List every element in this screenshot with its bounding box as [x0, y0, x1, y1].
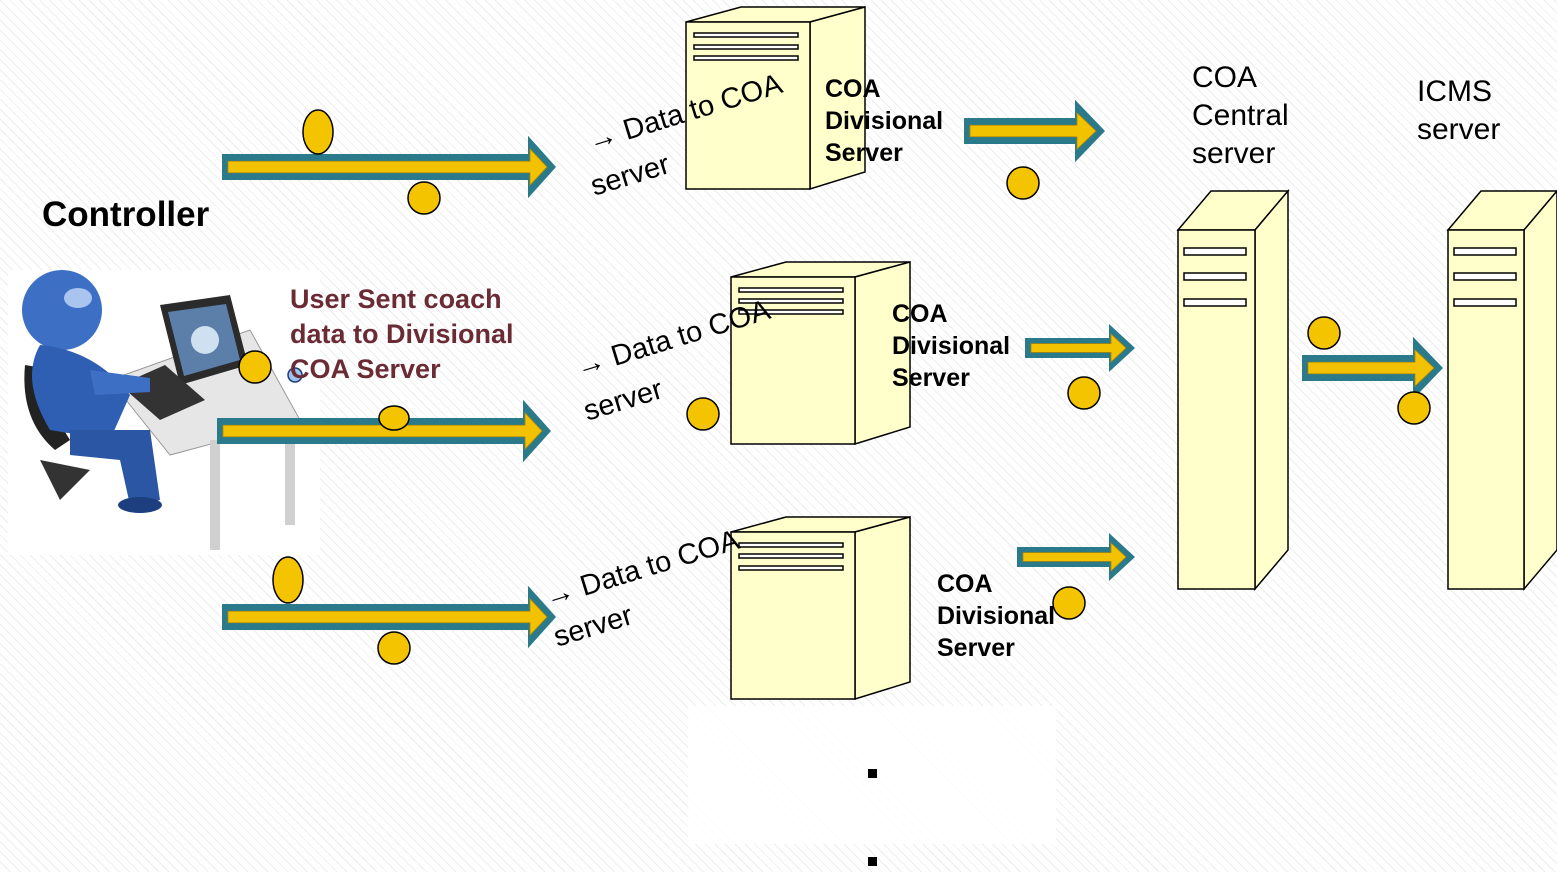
arrow-controller-to-div1 — [222, 135, 556, 199]
token-9 — [1067, 376, 1101, 410]
token-small — [287, 367, 303, 383]
token-3 — [238, 350, 272, 384]
divisional-server-1-icon — [685, 6, 866, 191]
token-4 — [378, 405, 410, 431]
arrow-div1-to-central — [964, 99, 1105, 163]
divisional-server-label-3: COA Divisional Server — [937, 570, 1056, 662]
token-1 — [302, 109, 334, 155]
icms-server-label: ICMS server — [1417, 75, 1501, 146]
arrows-layer — [217, 99, 1443, 649]
token-5 — [686, 397, 720, 431]
continuation-dot-1 — [868, 769, 877, 778]
user-sent-label: User Sent coach data to Divisional COA S… — [290, 284, 514, 384]
divisional-server-2-icon — [730, 261, 911, 446]
central-server-icon — [1176, 188, 1290, 592]
tokens-layer — [238, 109, 1431, 665]
icms-server-icon — [1446, 189, 1557, 592]
continuation-dot-2 — [868, 857, 877, 866]
token-6 — [272, 556, 304, 604]
arrow-div2-to-central — [1025, 324, 1135, 372]
arrow-central-to-icms — [1302, 336, 1443, 400]
arrow-controller-to-div3 — [222, 585, 556, 649]
token-7 — [377, 631, 411, 665]
divisional-server-label-2: COA Divisional Server — [892, 300, 1011, 392]
divisional-server-3-icon — [730, 516, 911, 701]
controller-figure-icon — [8, 270, 320, 555]
token-2 — [407, 181, 441, 215]
token-11 — [1307, 316, 1341, 350]
arrow-controller-to-div2 — [217, 399, 551, 463]
token-10 — [1052, 586, 1086, 620]
central-server-label: COA Central server — [1192, 61, 1289, 170]
controller-label: Controller — [42, 195, 210, 234]
token-8 — [1006, 166, 1040, 200]
token-12 — [1397, 391, 1431, 425]
divisional-server-label-1: COA Divisional Server — [825, 75, 944, 167]
arrow-div3-to-central — [1017, 533, 1135, 581]
